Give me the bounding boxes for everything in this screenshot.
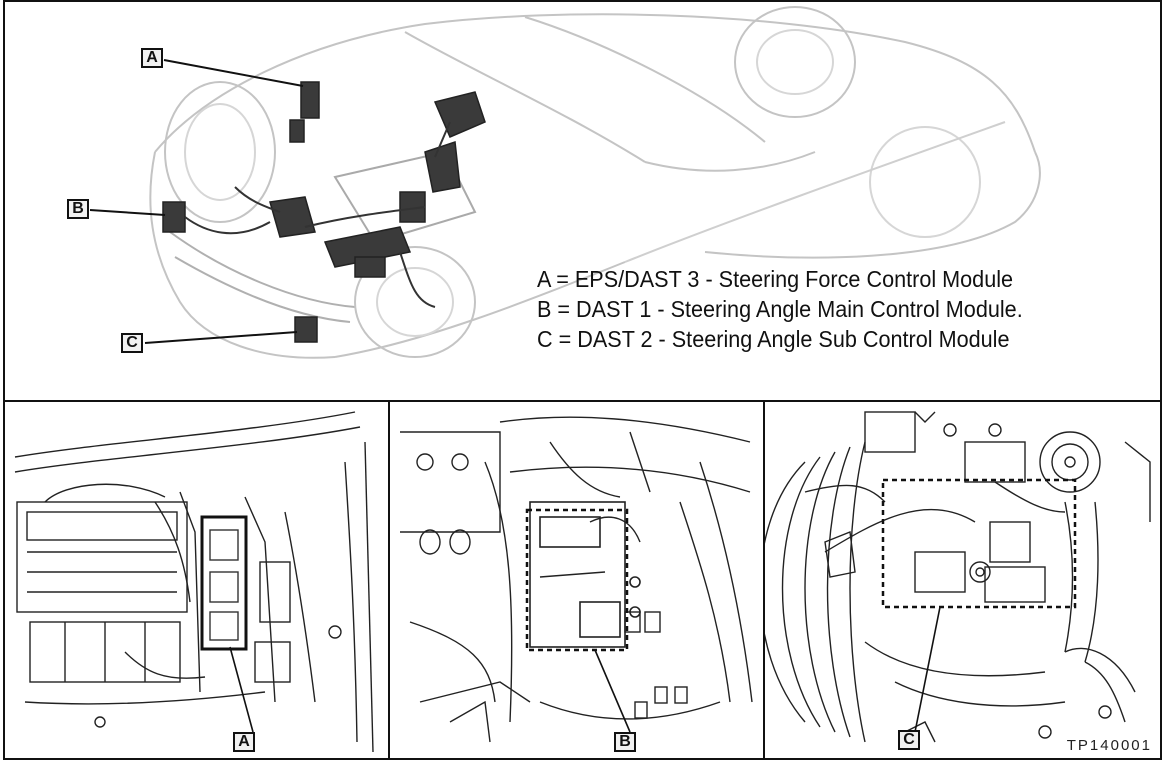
callout-c-top: C: [121, 333, 143, 353]
horizontal-divider: [5, 400, 1160, 402]
callout-b-top: B: [67, 199, 89, 219]
location-b-illustration: [400, 416, 753, 743]
callout-a-top: A: [141, 48, 163, 68]
location-c-panel: C TP140001: [765, 402, 1160, 758]
location-a-panel: A: [5, 402, 388, 758]
legend-line-b: B = DAST 1 - Steering Angle Main Control…: [537, 296, 1023, 322]
vehicle-ghost-illustration: [89, 6, 1041, 359]
callout-a-bottom: A: [233, 732, 255, 752]
vertical-divider-right: [763, 402, 765, 758]
legend-line-c: C = DAST 2 - Steering Angle Sub Control …: [537, 326, 1010, 352]
callout-c-bottom: C: [898, 730, 920, 750]
location-c-illustration: [765, 411, 1151, 743]
location-b-panel: B: [390, 402, 763, 758]
vertical-divider-left: [388, 402, 390, 758]
module-legend: A = EPS/DAST 3 - Steering Force Control …: [537, 264, 1065, 354]
location-a-illustration: [14, 411, 374, 753]
callout-b-bottom: B: [614, 732, 636, 752]
legend-line-a: A = EPS/DAST 3 - Steering Force Control …: [537, 266, 1014, 292]
figure-code: TP140001: [1066, 737, 1152, 754]
diagram-frame: A B C A = EPS/DAST 3 - Steering Force Co…: [3, 0, 1162, 760]
vehicle-overview-panel: A B C A = EPS/DAST 3 - Steering Force Co…: [5, 2, 1160, 400]
